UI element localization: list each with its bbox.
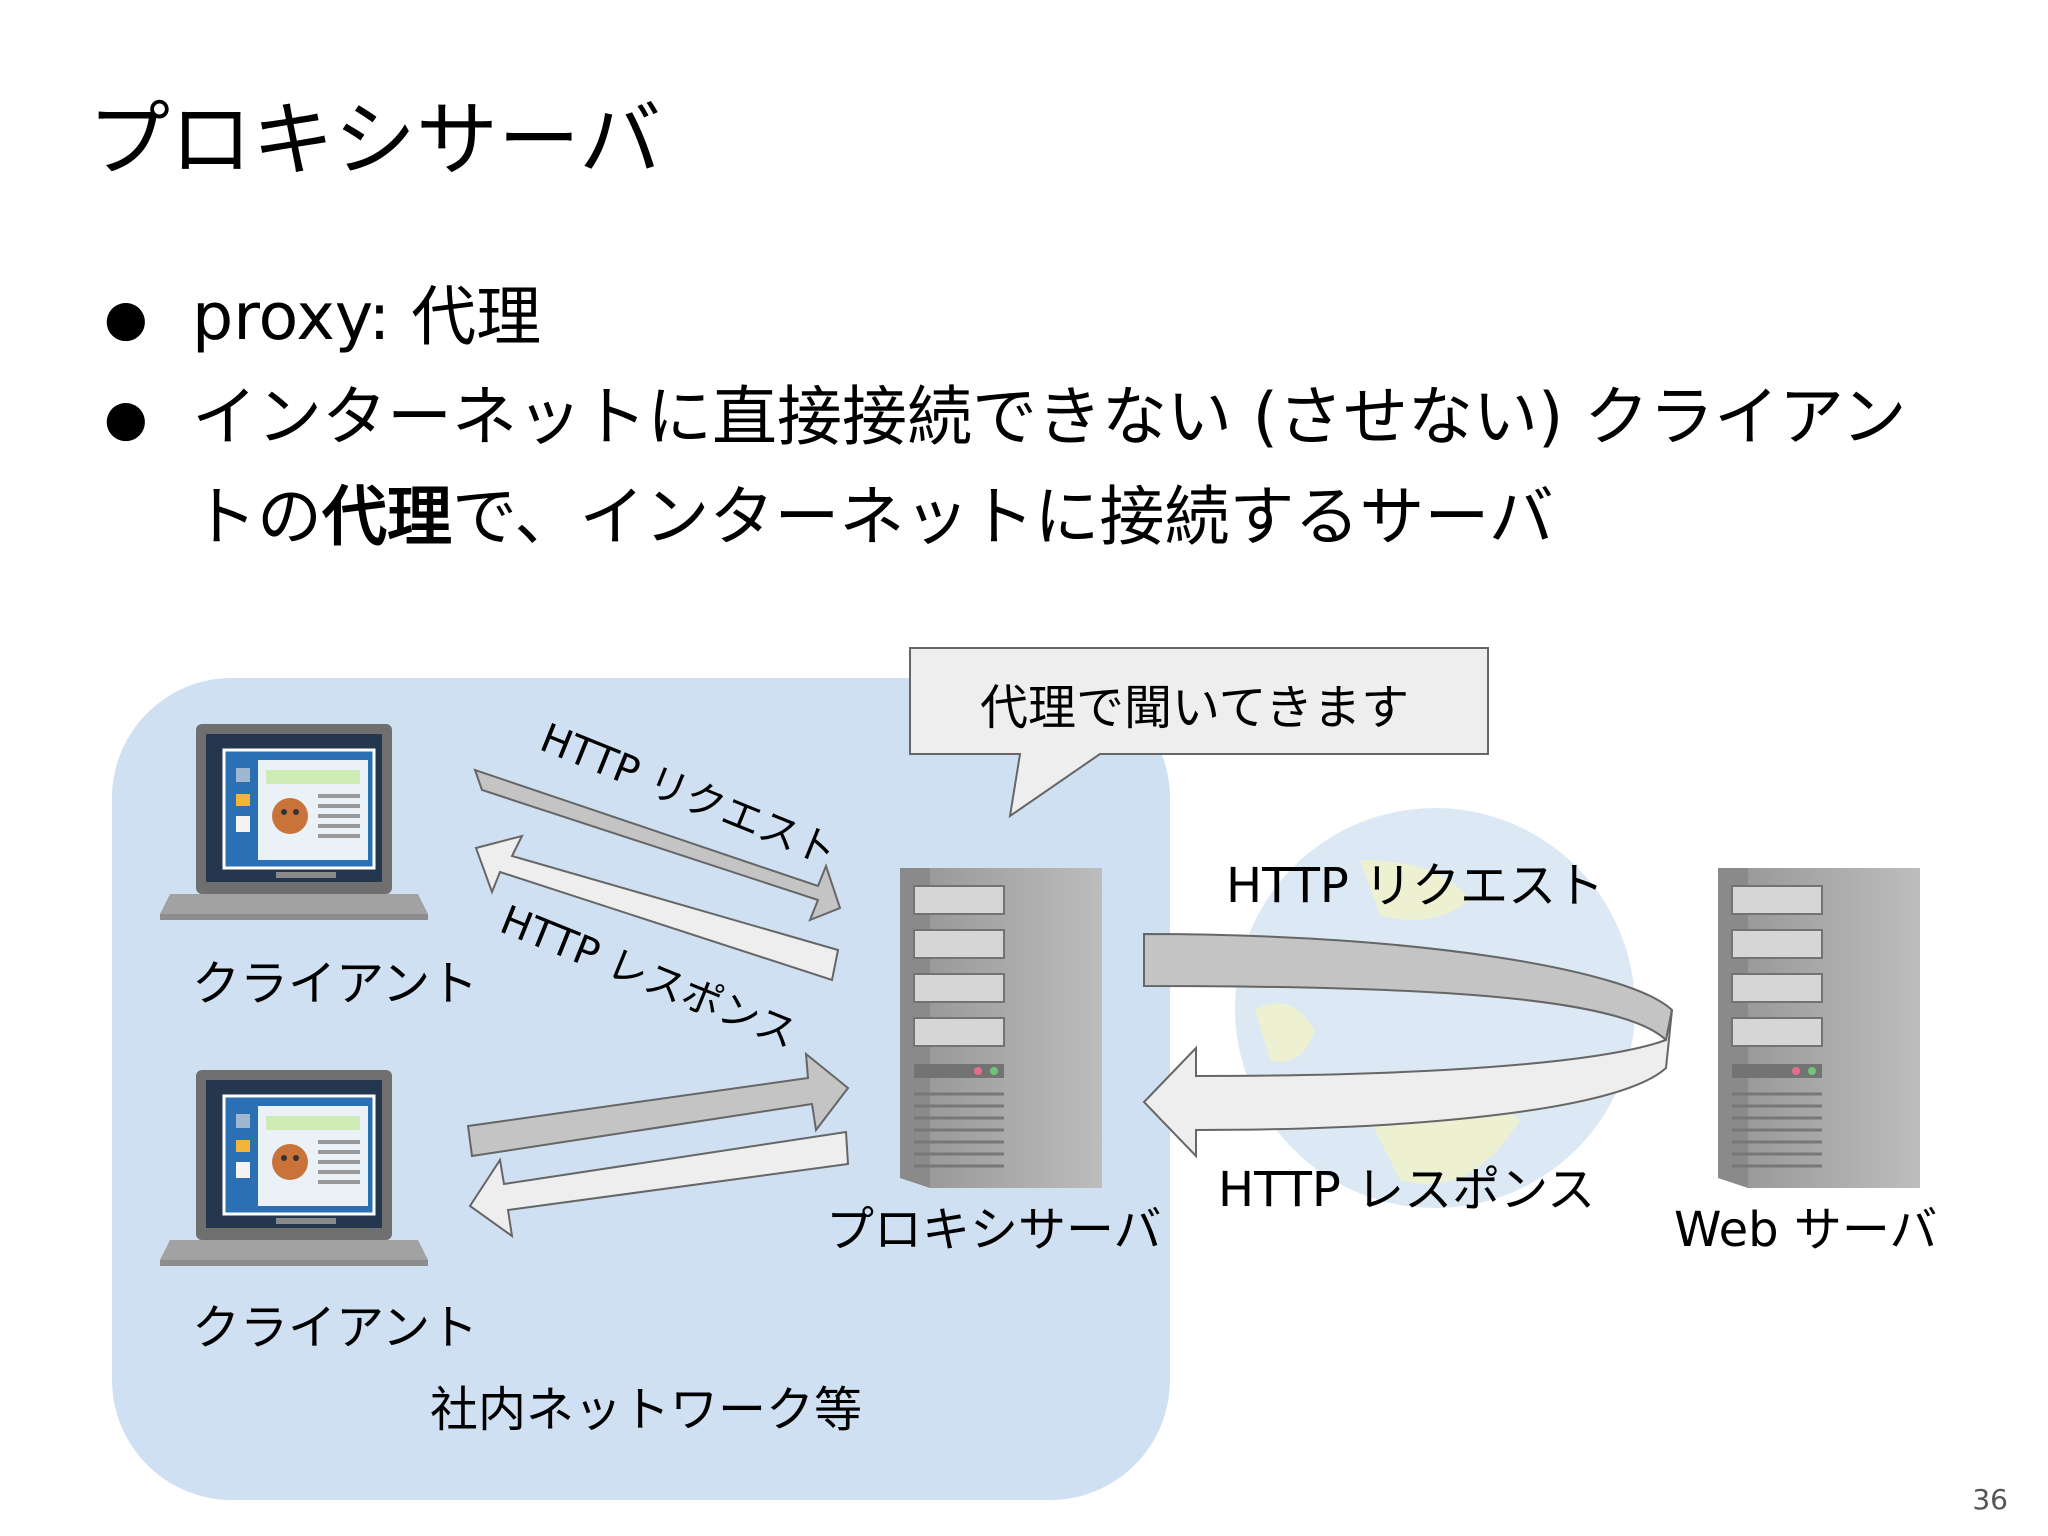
web-server-icon: [1716, 866, 1922, 1190]
bullet-dot-icon: ●: [104, 389, 148, 447]
callout-bubble: [909, 647, 1489, 819]
web-server-label: Web サーバ: [1674, 1202, 1938, 1258]
response-arrow: [474, 834, 840, 982]
client-label: クライアント: [192, 956, 479, 1012]
bullet-item: ● proxy: 代理: [96, 268, 1996, 368]
bullet-dot-icon: ●: [104, 289, 148, 347]
request-arrow: [473, 768, 842, 922]
slide-title: プロキシサーバ: [88, 93, 662, 188]
bullet-item: ● インターネットに直接接続できない (させない) クライアン トの代理で、イン…: [96, 368, 1996, 568]
request-arrow: [466, 1051, 850, 1158]
proxy-server-icon: [898, 866, 1104, 1190]
outer-response-arrow: [1142, 1009, 1673, 1159]
bullet-text: で、インターネットに接続するサーバ: [452, 480, 1554, 555]
client-label: クライアント: [192, 1300, 479, 1356]
laptop-icon: [158, 722, 430, 922]
callout-text: 代理で聞いてきます: [980, 680, 1410, 736]
network-label: 社内ネットワーク等: [430, 1382, 863, 1438]
bullet-text: proxy: 代理: [192, 280, 542, 355]
laptop-icon: [158, 1068, 430, 1268]
bullet-text: インターネットに直接接続できない (させない) クライアン: [192, 380, 1907, 455]
proxy-server-label: プロキシサーバ: [826, 1202, 1162, 1258]
bullet-strong-text: 代理: [322, 480, 453, 555]
response-arrow: [468, 1130, 850, 1239]
outer-response-label: HTTP レスポンス: [1218, 1162, 1596, 1218]
bullet-text: トの: [192, 480, 323, 555]
bullet-list: ● proxy: 代理 ● インターネットに直接接続できない (させない) クラ…: [96, 268, 1996, 568]
page-number: 36: [1972, 1483, 2008, 1516]
outer-request-label: HTTP リクエスト: [1226, 858, 1605, 914]
